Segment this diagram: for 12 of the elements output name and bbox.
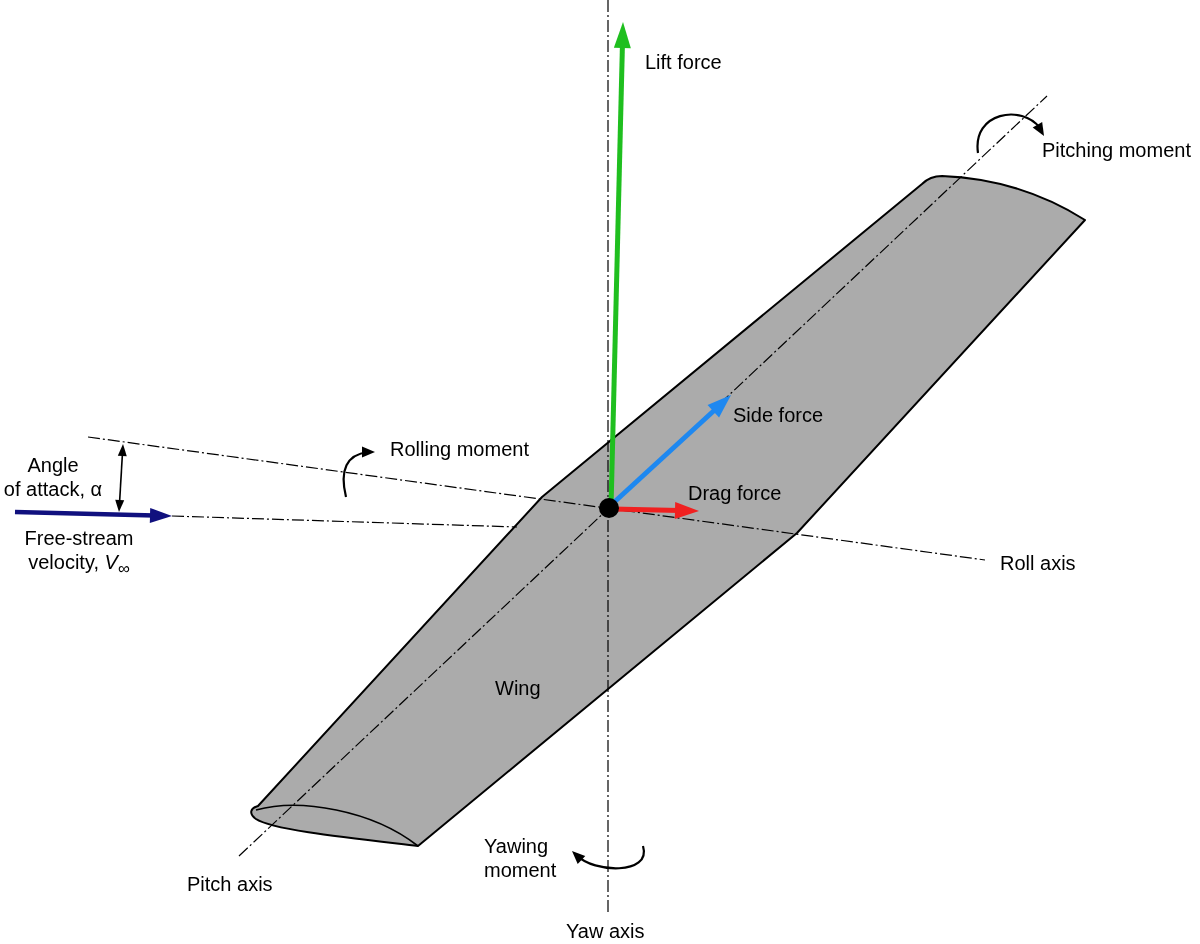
moment-label: Pitching moment (1042, 138, 1191, 162)
moment-label: Rolling moment (390, 437, 529, 461)
axis-label: Roll axis (1000, 551, 1076, 575)
axis-label: Pitch axis (187, 872, 273, 896)
angle-label: Angle of attack, α (2, 453, 104, 501)
force-label: Lift force (645, 50, 722, 74)
wing-label: Wing (495, 676, 541, 700)
force-label: Drag force (688, 481, 782, 505)
axis-label: Yaw axis (566, 920, 645, 942)
velocity-label: Free-stream velocity, V$_{∞}$ (23, 526, 135, 580)
force-label: Side force (733, 403, 824, 427)
moment-label: Yawing moment (484, 834, 558, 882)
